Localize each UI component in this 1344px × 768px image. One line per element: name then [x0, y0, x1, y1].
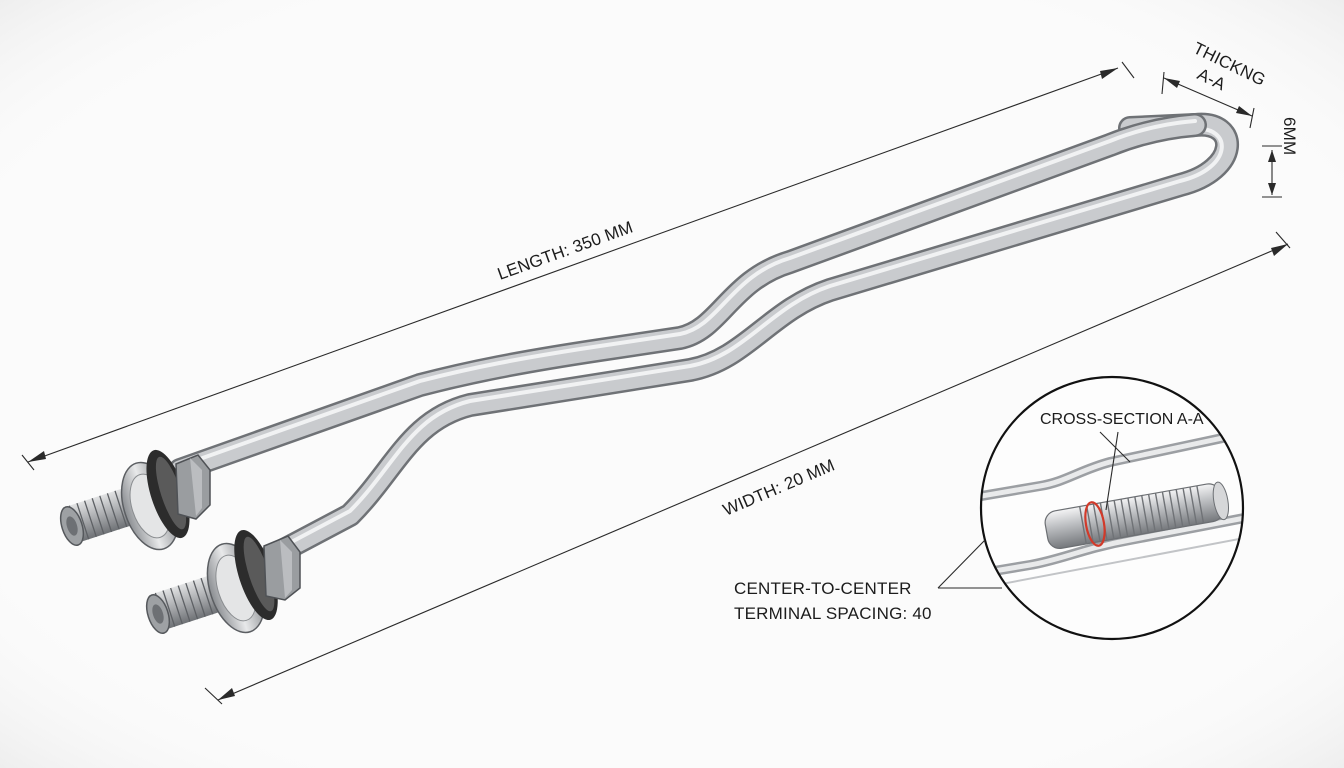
terminal-upper [59, 449, 211, 551]
terminal-lower [145, 529, 301, 635]
heating-element [168, 112, 1239, 572]
width-dimension-line [204, 231, 1291, 705]
hex-nut-icon [263, 535, 301, 601]
thickness-value-label: 6MM [1280, 117, 1299, 155]
threaded-stud-icon [145, 575, 225, 635]
length-dimension-line [21, 61, 1135, 471]
hex-nut-icon [175, 454, 211, 520]
section-marker-icon [1084, 501, 1106, 547]
spacing-label-line1: CENTER-TO-CENTER [734, 579, 912, 598]
heating-coil-icon [1044, 481, 1229, 550]
threaded-stud-icon [59, 488, 137, 547]
thickness-6mm-dimension-line [1262, 145, 1282, 198]
spacing-leader-lines [937, 539, 1002, 589]
cross-section-inset: CROSS-SECTION A-A [979, 375, 1245, 641]
thickness-dimension-line [1161, 71, 1255, 129]
spacing-label-line2: TERMINAL SPACING: 40 [734, 604, 932, 623]
cross-section-label: CROSS-SECTION A-A [1040, 411, 1204, 428]
